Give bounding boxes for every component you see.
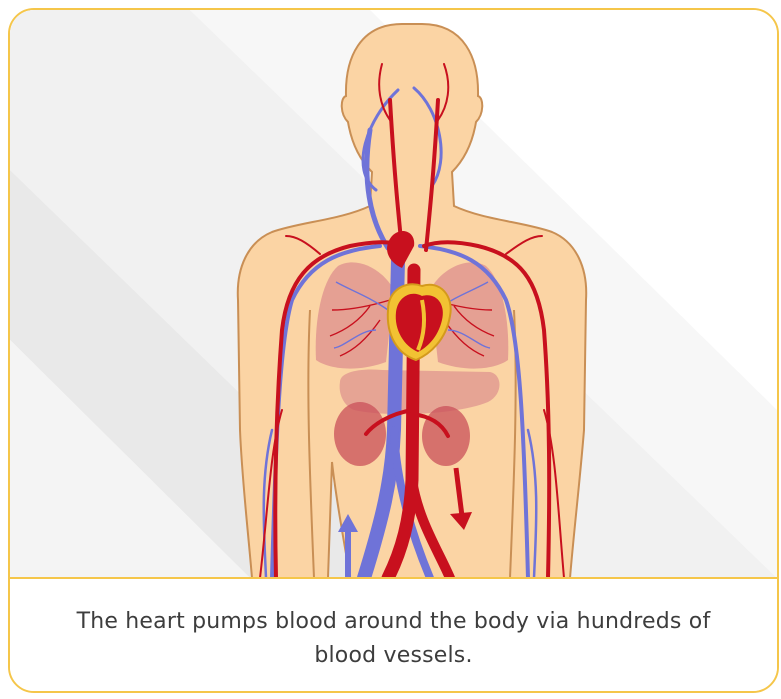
diagram-caption: The heart pumps blood around the body vi… <box>50 605 737 673</box>
circulatory-system-svg <box>10 10 777 578</box>
left-kidney <box>334 402 386 466</box>
diagram-frame: The heart pumps blood around the body vi… <box>8 8 779 693</box>
caption-area: The heart pumps blood around the body vi… <box>10 579 777 691</box>
circulatory-illustration <box>10 10 777 578</box>
